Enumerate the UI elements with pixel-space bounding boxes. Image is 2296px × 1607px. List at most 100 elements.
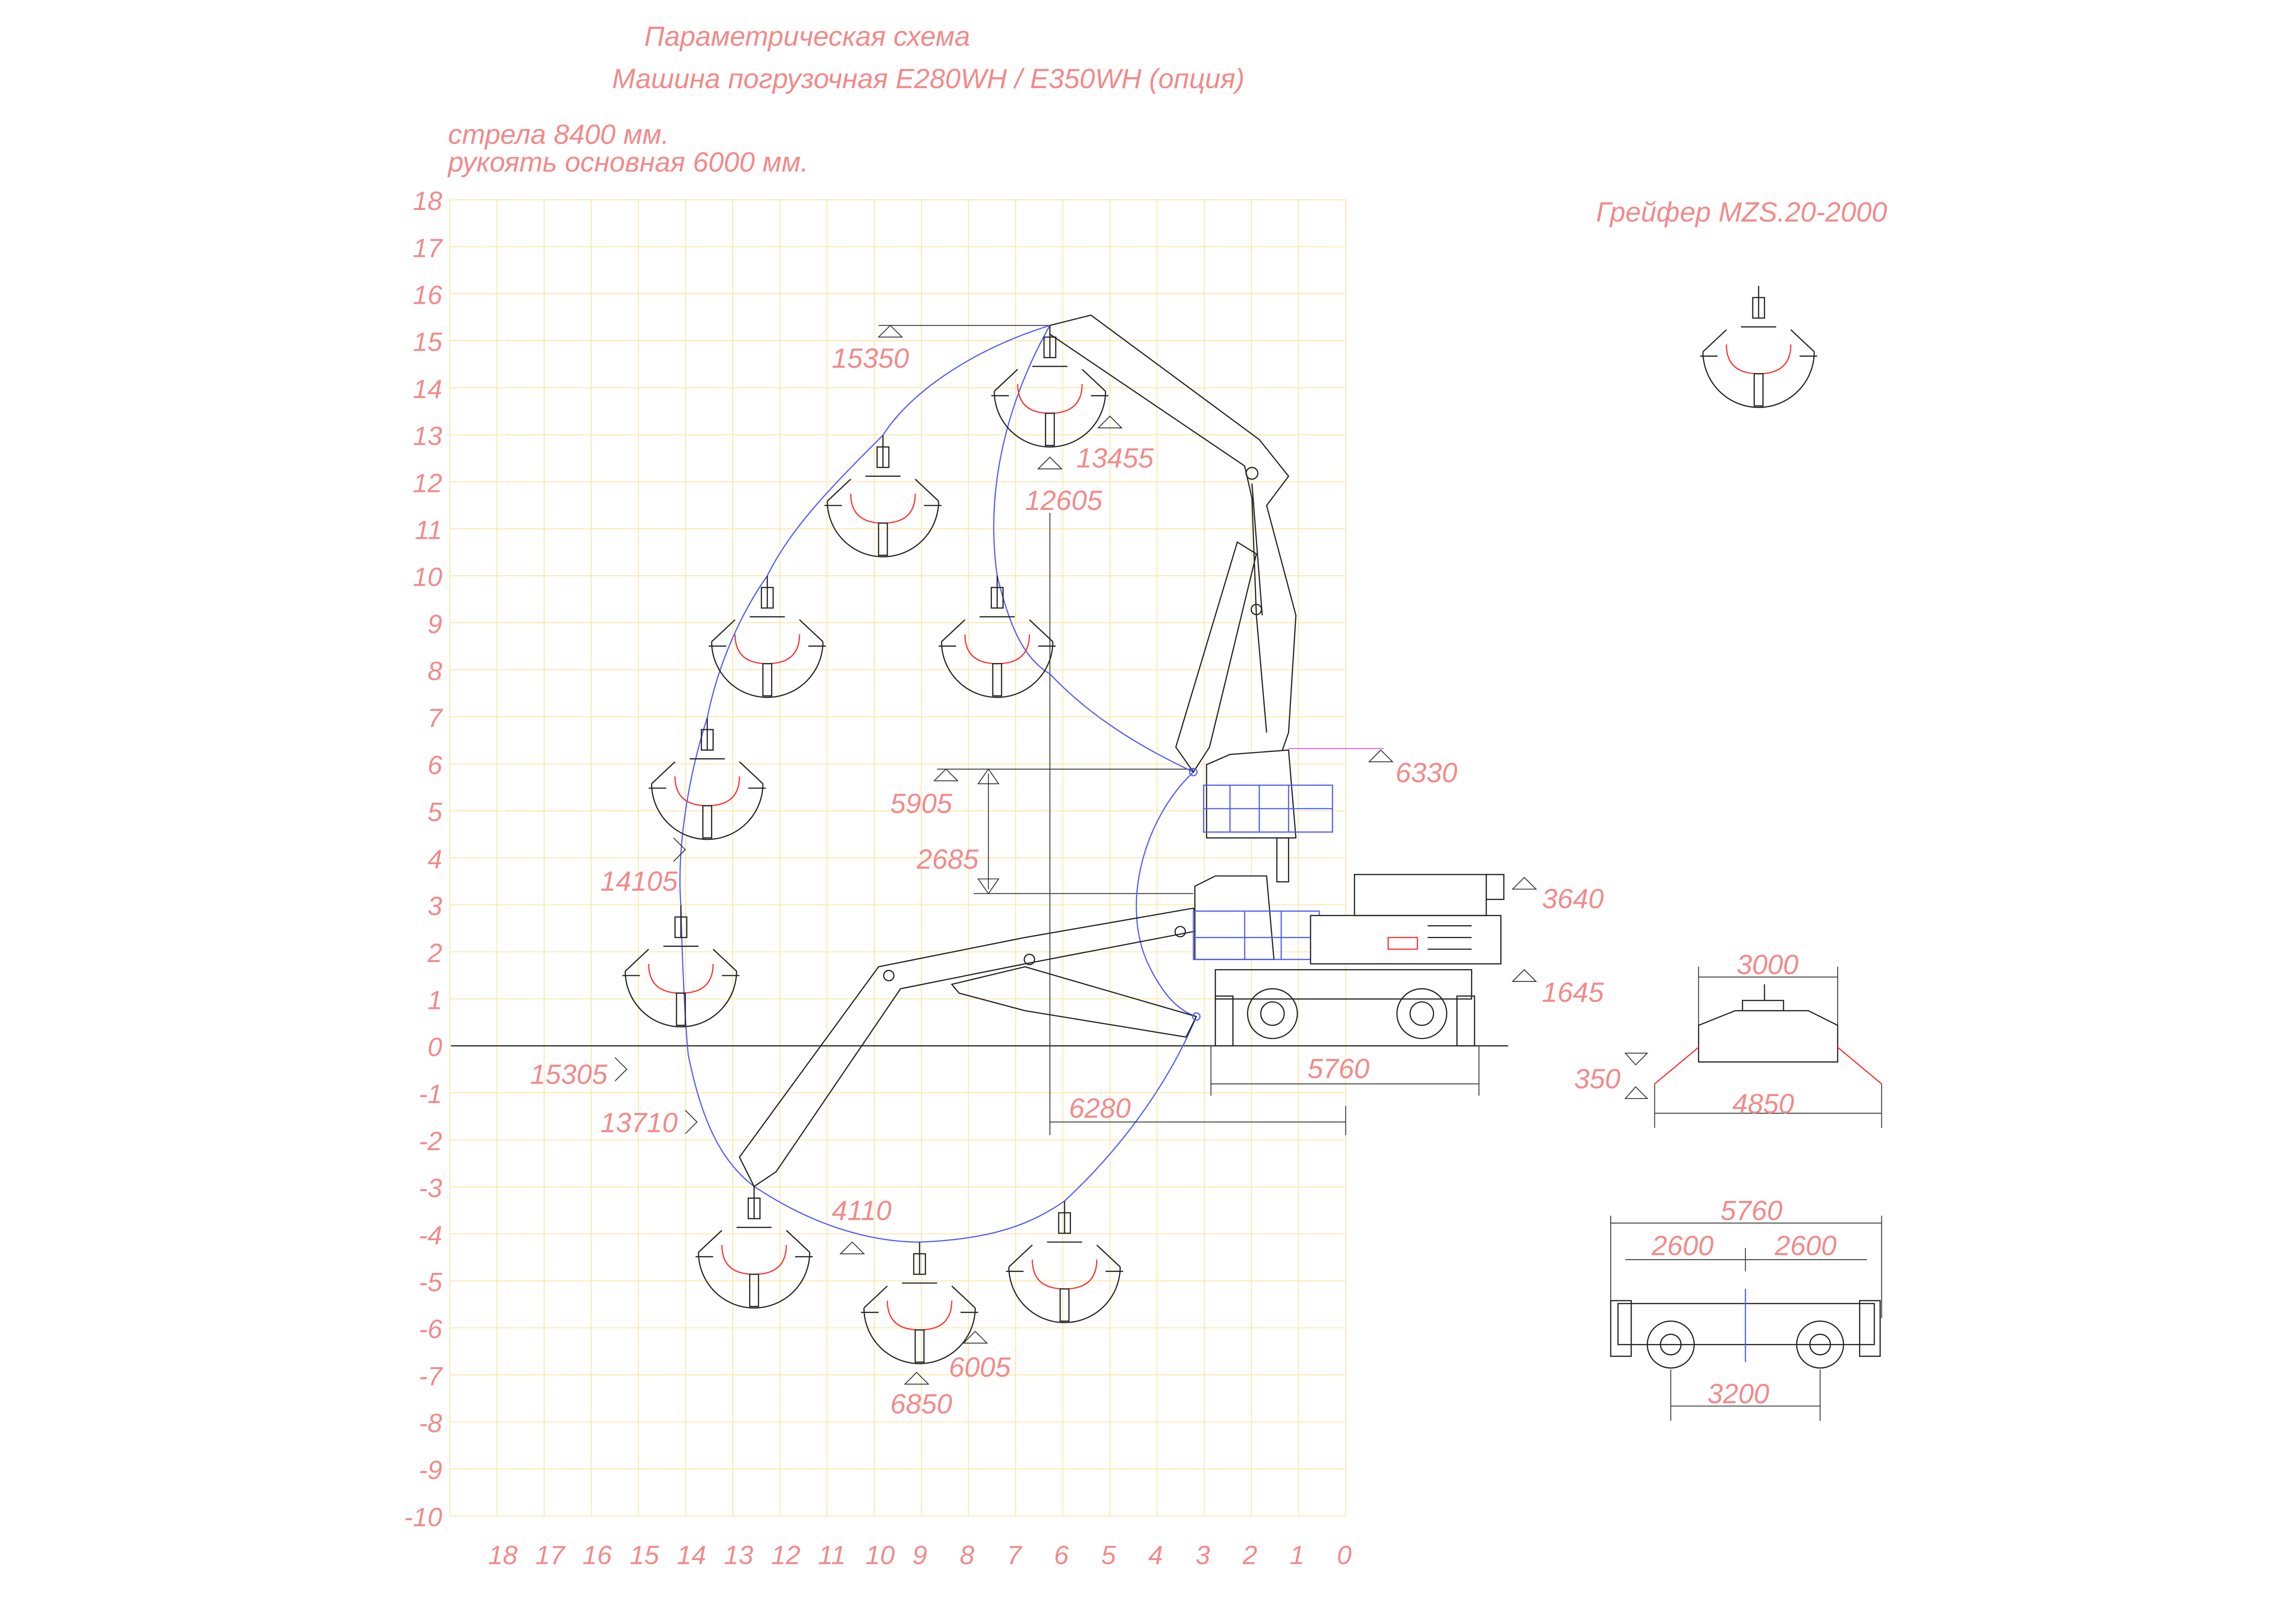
dim-5760: 5760 — [1307, 1053, 1370, 1084]
brand-logo — [1388, 936, 1418, 950]
y-tick-label: 3 — [427, 891, 442, 921]
grapple-icon — [1700, 286, 1817, 408]
front-width-outriggers: 4850 — [1732, 1089, 1794, 1119]
top-wheelbase: 3200 — [1707, 1379, 1770, 1409]
title-line-2: Машина погрузочная E280WH / E350WH (опци… — [612, 64, 1245, 94]
y-tick-label: 16 — [413, 281, 442, 310]
front-width-top: 3000 — [1737, 949, 1799, 980]
x-tick-label: 6 — [1054, 1541, 1069, 1570]
x-tick-label: 11 — [818, 1541, 846, 1570]
y-tick-label: 11 — [415, 515, 442, 545]
x-tick-label: 14 — [677, 1541, 706, 1570]
front-view: 3000 350 4850 — [1574, 949, 1882, 1128]
top-view: 5760 2600 2600 3200 — [1610, 1196, 1882, 1421]
wheel-front — [1247, 988, 1298, 1039]
y-tick-label: 18 — [413, 186, 442, 216]
dim-5905: 5905 — [890, 789, 953, 819]
y-tick-label: 0 — [427, 1033, 442, 1062]
note-stick: рукоять основная 6000 мм. — [447, 147, 808, 178]
y-tick-label: 4 — [427, 844, 442, 874]
top-right: 2600 — [1774, 1231, 1837, 1262]
dim-4110: 4110 — [832, 1196, 892, 1226]
outer-reach-envelope — [679, 325, 1197, 1243]
dim-1645: 1645 — [1542, 977, 1604, 1008]
x-tick-label: 15 — [630, 1541, 660, 1570]
dim-13455: 13455 — [1076, 443, 1154, 473]
y-tick-label: 15 — [413, 327, 443, 357]
x-tick-label: 0 — [1337, 1541, 1352, 1570]
x-tick-label: 18 — [488, 1541, 517, 1570]
grapple-label: Грейфер MZS.20-2000 — [1596, 197, 1887, 227]
x-tick-label: 2 — [1242, 1541, 1257, 1570]
x-tick-label: 3 — [1196, 1541, 1210, 1570]
wheel-rear — [1396, 988, 1448, 1039]
dim-6005: 6005 — [949, 1352, 1011, 1383]
x-tick-label: 9 — [913, 1541, 927, 1570]
y-tick-label: -7 — [419, 1362, 444, 1391]
y-tick-label: -4 — [419, 1220, 442, 1250]
grapple-icon — [824, 435, 942, 557]
y-tick-label: 13 — [413, 421, 442, 451]
y-tick-label: -2 — [419, 1126, 443, 1156]
dim-6280: 6280 — [1069, 1093, 1131, 1124]
dim-6330: 6330 — [1396, 758, 1458, 789]
y-tick-label: 5 — [427, 798, 443, 827]
x-tick-label: 1 — [1290, 1541, 1305, 1570]
x-tick-label: 5 — [1101, 1541, 1116, 1570]
x-tick-label: 13 — [724, 1541, 753, 1570]
y-tick-label: 17 — [413, 233, 443, 263]
y-tick-label: -9 — [419, 1455, 442, 1485]
dim-6850: 6850 — [890, 1389, 953, 1419]
dimension-labels: 15350 13455 12605 5905 2685 14105 15305 … — [530, 343, 1604, 1419]
grapple-icon — [1006, 1201, 1123, 1324]
y-tick-label: 6 — [427, 750, 442, 780]
outrigger-rear — [1456, 995, 1475, 1047]
y-tick-label: -10 — [404, 1502, 442, 1532]
dim-2685: 2685 — [916, 844, 979, 875]
grapple-positions — [622, 286, 1817, 1364]
grid — [449, 199, 1346, 1516]
front-height: 350 — [1574, 1063, 1621, 1094]
x-tick-label: 10 — [865, 1541, 895, 1570]
x-tick-label: 16 — [582, 1541, 612, 1570]
dim-13710: 13710 — [600, 1108, 678, 1138]
x-tick-label: 4 — [1148, 1541, 1163, 1570]
y-tick-label: 12 — [413, 468, 442, 498]
grapple-icon — [938, 576, 1056, 698]
dim-15305: 15305 — [530, 1059, 608, 1090]
y-tick-label: 10 — [413, 563, 442, 592]
y-tick-label: 7 — [427, 703, 443, 733]
x-tick-label: 12 — [771, 1541, 800, 1570]
outrigger-front — [1215, 995, 1234, 1047]
grapple-icon — [861, 1242, 979, 1364]
y-tick-label: 8 — [427, 656, 442, 686]
dim-15350: 15350 — [832, 343, 909, 374]
dimension-lines — [615, 325, 1537, 1385]
x-tick-label: 17 — [535, 1541, 566, 1570]
y-tick-label: 2 — [427, 938, 442, 968]
machine-side-view — [738, 314, 1505, 1188]
dim-14105: 14105 — [600, 866, 678, 897]
y-tick-label: -6 — [419, 1315, 443, 1344]
x-tick-label: 7 — [1007, 1541, 1023, 1570]
y-tick-label: 14 — [413, 374, 442, 404]
grapple-icon — [991, 325, 1109, 448]
top-left: 2600 — [1651, 1231, 1714, 1262]
grapple-icon — [648, 717, 766, 840]
y-tick-label: 1 — [427, 985, 442, 1015]
y-tick-label: -1 — [419, 1080, 442, 1109]
grapple-icon — [695, 1186, 813, 1309]
y-tick-label: 9 — [427, 609, 442, 639]
inner-reach-envelope — [993, 325, 1197, 1017]
dim-3640: 3640 — [1542, 883, 1604, 914]
note-boom: стрела 8400 мм. — [448, 119, 670, 150]
x-tick-label: 8 — [960, 1541, 974, 1570]
y-tick-label: -5 — [419, 1267, 443, 1297]
y-tick-label: -8 — [419, 1408, 443, 1438]
grapple-icon — [622, 905, 740, 1027]
dim-12605: 12605 — [1025, 485, 1103, 516]
top-overall: 5760 — [1721, 1196, 1783, 1226]
y-tick-label: -3 — [419, 1173, 443, 1203]
